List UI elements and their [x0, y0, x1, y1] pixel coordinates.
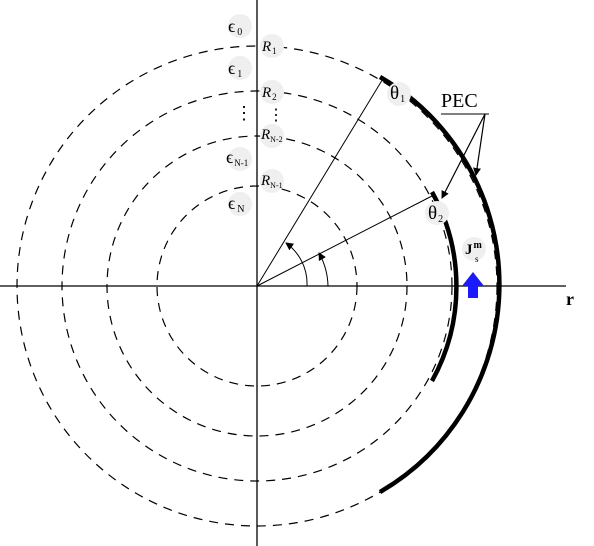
label-sub: 2: [272, 92, 277, 102]
angle-arc-theta1: [285, 242, 308, 287]
angle-arc-theta2: [318, 252, 329, 287]
label-main: R: [261, 85, 271, 101]
radius-ellipsis: ⋮: [268, 107, 284, 124]
radius-line-theta2: [256, 195, 433, 287]
radius-label-2: R2: [261, 85, 277, 102]
label-sub: N-2: [270, 135, 282, 144]
radius-label-1: R1: [261, 39, 277, 56]
pec-arc-outer: [378, 75, 502, 494]
r-axis-label: r: [566, 289, 574, 309]
label-sub: N-1: [234, 158, 248, 168]
source-arrow: [462, 272, 484, 298]
label-main: R: [260, 127, 270, 143]
label-sub: 2: [438, 214, 443, 225]
label-main: θ: [390, 83, 399, 104]
label-sub: 1: [272, 46, 277, 56]
label-sub: N: [237, 204, 244, 215]
angle-label-theta2: θ2: [428, 203, 443, 225]
label-main: ϵ: [228, 193, 235, 213]
label-main: J: [465, 242, 473, 258]
radius-label-n-1: RN-1: [260, 173, 283, 190]
boundary-circle-3: [61, 90, 453, 482]
label-main: R: [260, 173, 270, 189]
boundary-circle-1: [156, 185, 358, 387]
dashed-layer-boundaries: [16, 45, 498, 527]
label-sub: 1: [400, 94, 405, 105]
radius-label-n-2: RN-2: [260, 127, 283, 144]
pec-label: PEC: [441, 90, 478, 112]
label-badges: [228, 14, 486, 261]
label-sub: 0: [237, 27, 242, 38]
angle-label-theta1: θ1: [390, 83, 405, 105]
pec-pointer-inner: [441, 113, 486, 199]
boundary-circle-4: [16, 45, 498, 527]
label-sub: 1: [237, 69, 242, 80]
label-main: ϵ: [226, 147, 233, 167]
label-main: ϵ: [228, 58, 235, 78]
permittivity-label-n-1: ϵN-1: [226, 147, 248, 168]
source-current-label: Jm: [465, 240, 483, 258]
radius-line-theta1: [256, 76, 385, 287]
label-main: ϵ: [228, 16, 235, 36]
label-main: R: [261, 39, 271, 55]
permittivity-ellipsis: ⋮: [235, 103, 253, 123]
label-main: θ: [428, 203, 437, 224]
label-sub: N-1: [270, 181, 282, 190]
source-current-subscript: s: [475, 254, 479, 264]
boundary-circle-2: [106, 135, 408, 437]
pec-pointer-outer: [473, 113, 486, 176]
label-sup: m: [474, 240, 483, 251]
